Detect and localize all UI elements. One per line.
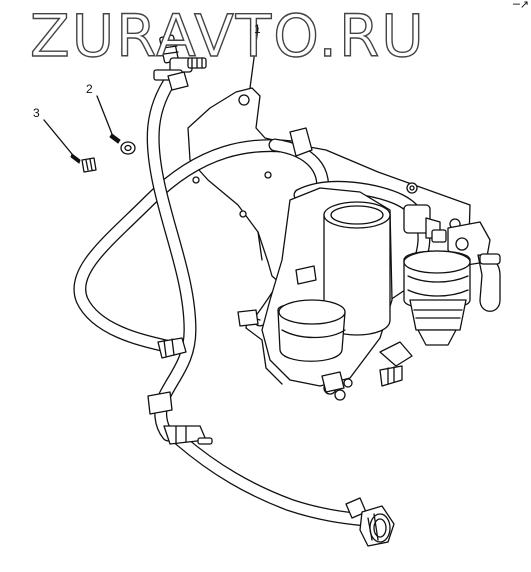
quick-connector (345, 497, 395, 547)
bolt (70, 153, 97, 173)
corner-mark: ─↗ (513, 0, 529, 11)
water-separator-filter (379, 204, 501, 387)
return-hose (73, 139, 307, 353)
callout-3: 3 (33, 106, 40, 120)
feed-hose (146, 71, 197, 442)
hose-clamps (147, 71, 345, 445)
watermark-text: ZURAVTO.RU (29, 1, 426, 70)
washer (109, 133, 136, 155)
callout-2: 2 (86, 82, 93, 96)
callout-1: 1 (254, 22, 261, 36)
lower-outlet-hose (173, 433, 372, 527)
leader-lines (43, 27, 259, 155)
filter-canister (245, 187, 393, 401)
